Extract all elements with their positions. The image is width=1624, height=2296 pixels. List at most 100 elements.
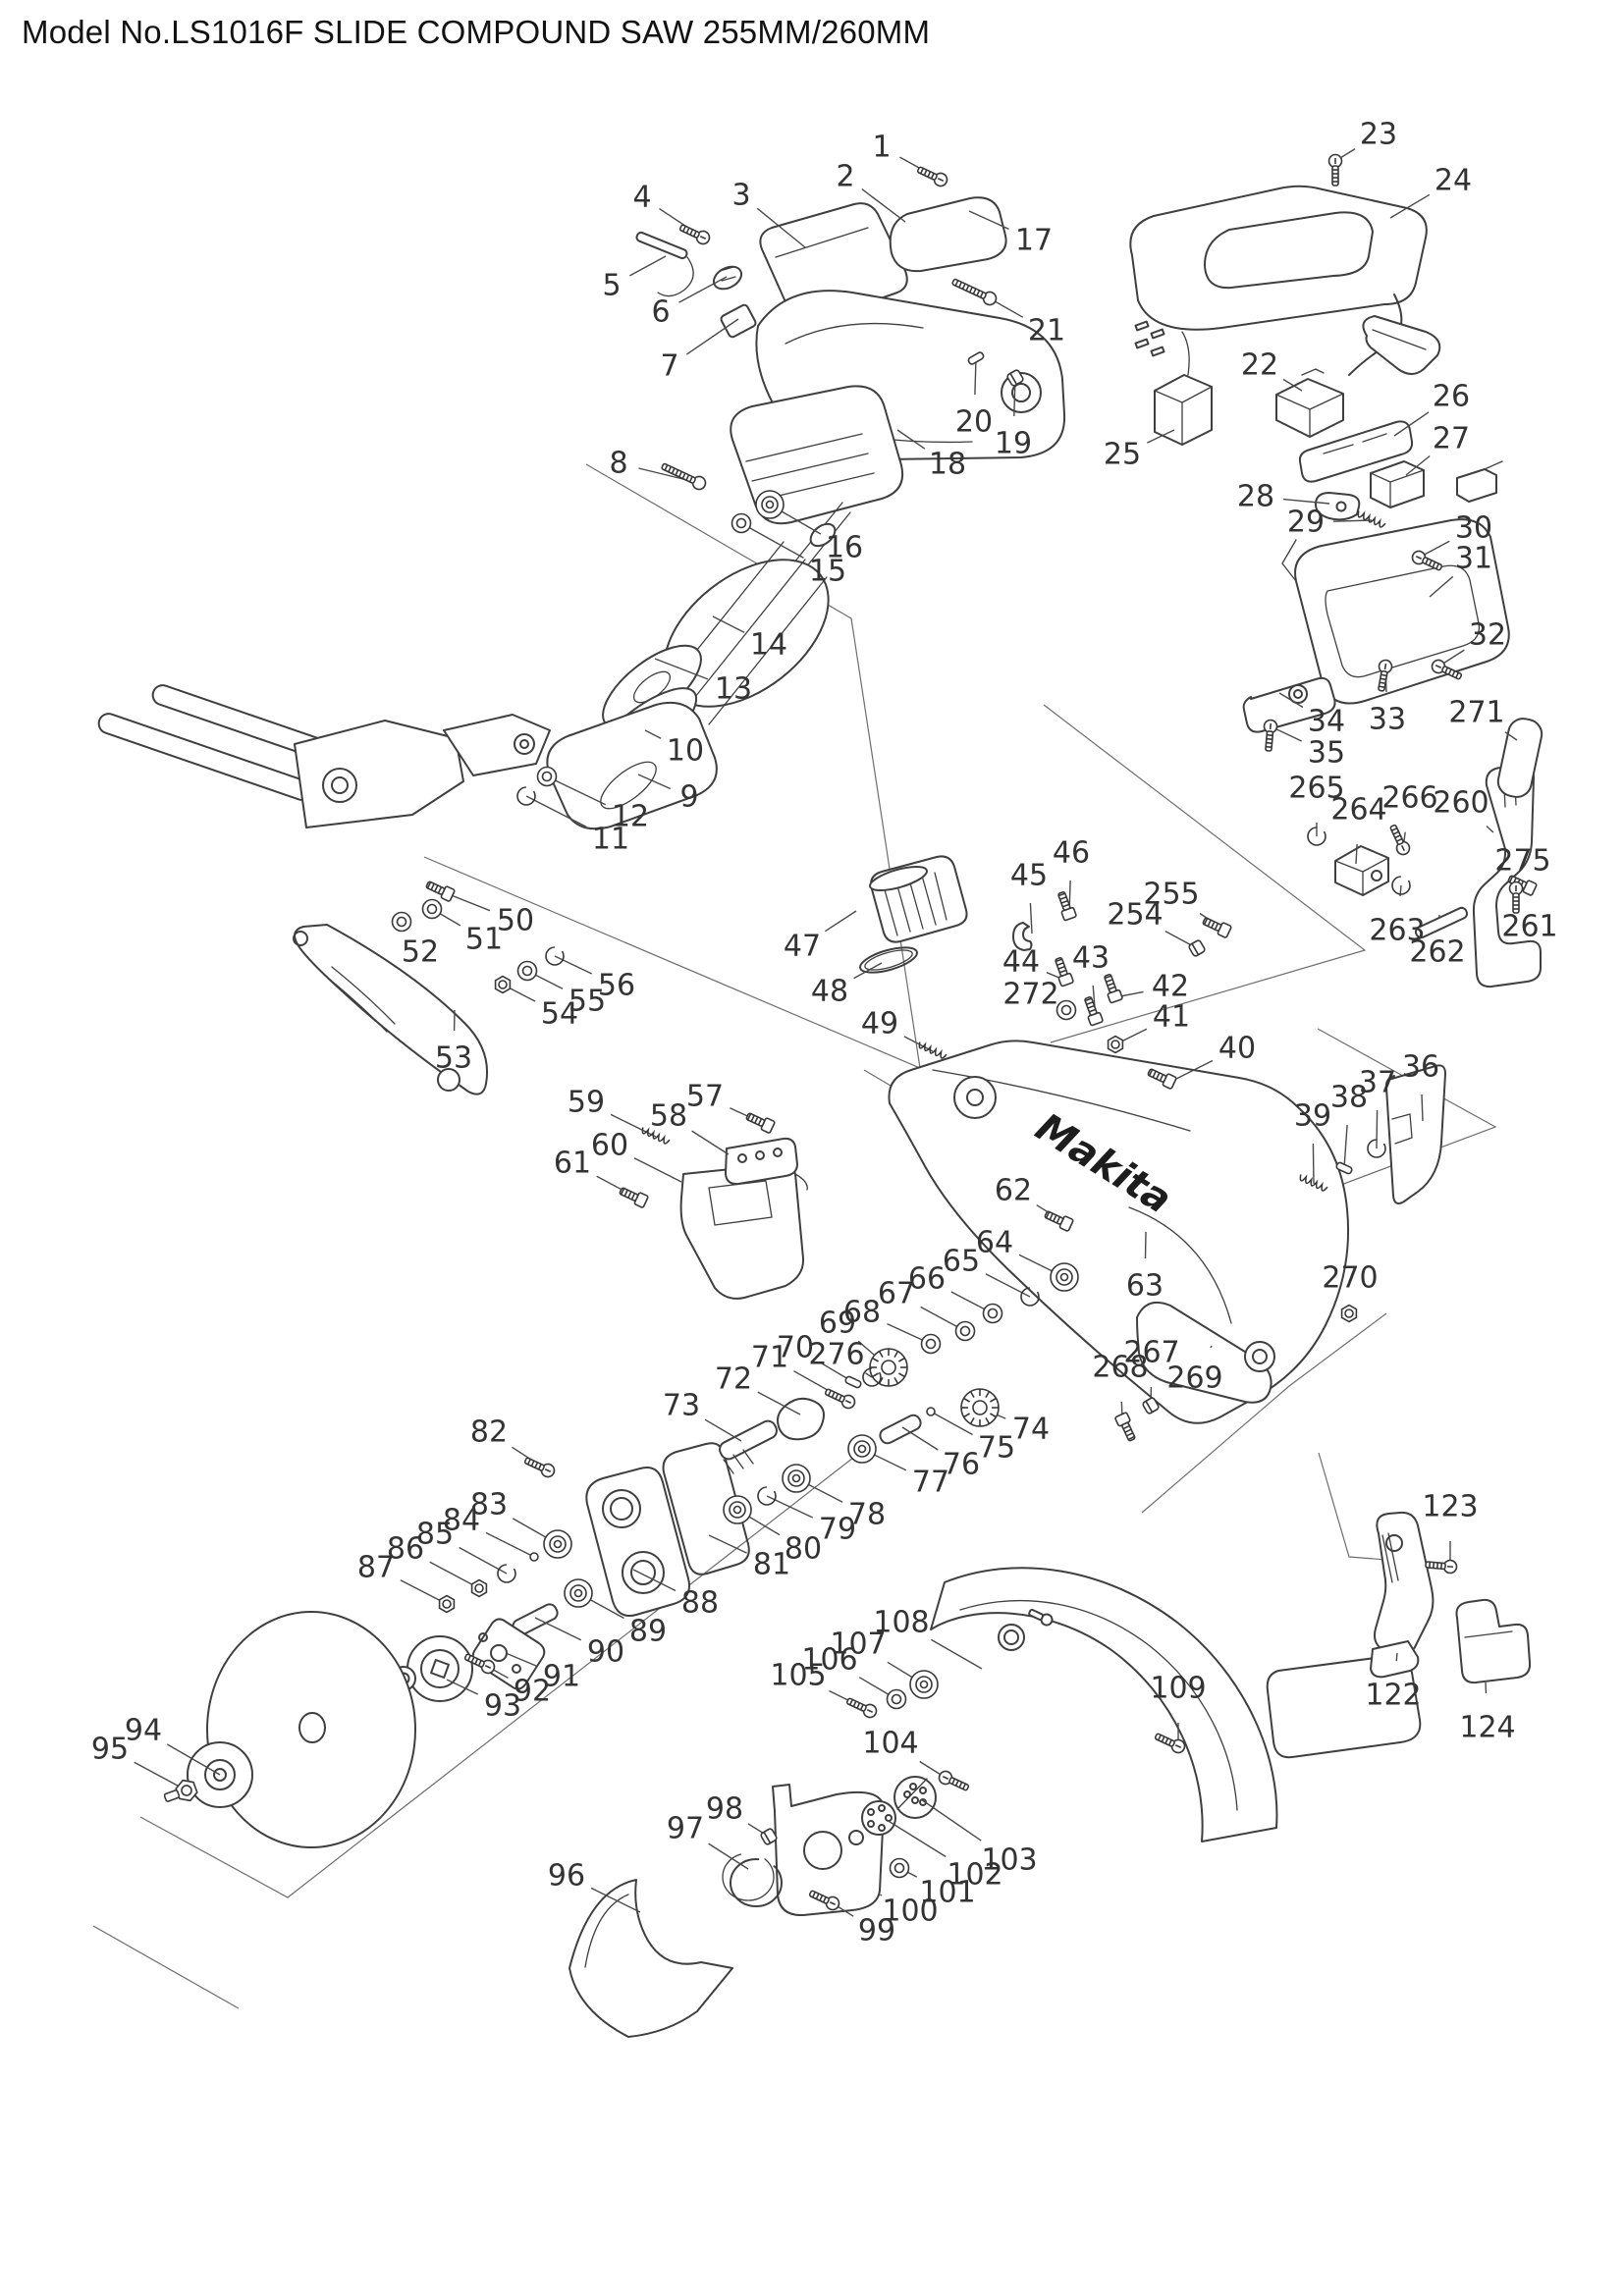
leader-3 — [756, 207, 806, 248]
motor-assembly — [730, 385, 903, 525]
part-label-90: 90 — [587, 1635, 624, 1670]
part-glyph-266 — [1389, 824, 1411, 856]
leader-103 — [920, 1798, 982, 1842]
leader-5 — [629, 255, 667, 277]
part-label-21: 21 — [1028, 314, 1065, 348]
lamp-assembly — [1348, 294, 1441, 376]
leader-20 — [974, 357, 977, 396]
saw-blade — [206, 1611, 416, 1848]
part-label-102: 102 — [947, 1858, 1002, 1893]
part-label-44: 44 — [1002, 945, 1040, 980]
leader-15 — [740, 522, 804, 560]
part-glyph-44 — [1055, 957, 1074, 988]
part-label-28: 28 — [1237, 480, 1274, 514]
part-glyph-40 — [1147, 1068, 1177, 1090]
part-glyph-87 — [438, 1594, 456, 1614]
small-part-glyphs — [163, 153, 1538, 1911]
part-glyph-30 — [1411, 550, 1443, 571]
terminal-pins — [1134, 320, 1165, 357]
leader-40 — [1169, 1059, 1214, 1083]
leader-12 — [546, 775, 607, 806]
part-glyph-123 — [1425, 1559, 1458, 1575]
part-label-265: 265 — [1288, 772, 1344, 806]
part-glyph-74 — [960, 1388, 1000, 1427]
ring-spring — [722, 1852, 783, 1907]
part-label-57: 57 — [686, 1080, 724, 1114]
part-label-55: 55 — [568, 985, 606, 1019]
part-number-labels: 1234567891011121314151617181920212223242… — [91, 118, 1558, 1949]
part-glyph-107 — [909, 1670, 939, 1699]
part-glyph-16 — [755, 490, 785, 519]
part-label-78: 78 — [848, 1498, 886, 1532]
part-label-9: 9 — [679, 780, 698, 815]
part-label-122: 122 — [1365, 1679, 1421, 1713]
lower-guard-left — [568, 1879, 733, 2038]
part-glyph-46 — [1057, 891, 1077, 922]
leader-47 — [825, 910, 857, 933]
part-label-261: 261 — [1501, 910, 1557, 944]
part-label-73: 73 — [663, 1389, 700, 1423]
part-glyph-106 — [886, 1688, 907, 1710]
part-glyph-272 — [1056, 999, 1077, 1021]
leader-60 — [633, 1157, 682, 1183]
part-glyph-267 — [1142, 1397, 1160, 1415]
part-glyph-85 — [497, 1564, 516, 1583]
stopper-plate — [1242, 676, 1336, 733]
part-glyph-43 — [1084, 996, 1104, 1027]
leader-108 — [931, 1638, 983, 1670]
part-label-266: 266 — [1381, 781, 1437, 816]
part-glyph-12 — [536, 766, 558, 787]
armature-assembly — [546, 502, 851, 830]
leader-88 — [632, 1569, 677, 1592]
part-glyph-33 — [1378, 659, 1393, 692]
part-label-56: 56 — [598, 969, 635, 1003]
hook-clip — [1012, 922, 1033, 951]
leader-6 — [678, 276, 728, 303]
leader-102 — [886, 1819, 947, 1858]
part-glyph-29 — [1357, 510, 1386, 528]
part-label-37: 37 — [1359, 1066, 1396, 1100]
part-label-62: 62 — [995, 1174, 1032, 1208]
part-label-95: 95 — [91, 1733, 129, 1767]
part-glyph-265 — [1307, 827, 1326, 846]
leader-2 — [861, 188, 906, 223]
limit-switch-box — [1334, 845, 1389, 896]
part-label-263: 263 — [1369, 914, 1425, 948]
part-label-5: 5 — [602, 269, 621, 303]
leader-76 — [901, 1426, 939, 1451]
part-label-31: 31 — [1455, 542, 1492, 576]
leader-36 — [1421, 1094, 1424, 1122]
part-label-22: 22 — [1241, 348, 1278, 383]
bearing-box — [585, 1467, 690, 1617]
light-switch — [1275, 368, 1344, 438]
part-glyph-66 — [982, 1303, 1003, 1324]
part-label-52: 52 — [402, 935, 439, 970]
part-glyph-15 — [731, 512, 752, 534]
part-glyph-86 — [470, 1578, 488, 1598]
part-glyph-270 — [1340, 1304, 1358, 1323]
part-label-17: 17 — [1015, 224, 1053, 258]
cord-guard-parts — [635, 231, 757, 339]
part-label-54: 54 — [541, 997, 578, 1032]
part-label-1: 1 — [872, 131, 891, 165]
leader-31 — [1429, 575, 1454, 598]
part-label-23: 23 — [1360, 118, 1397, 152]
part-label-267: 267 — [1123, 1336, 1179, 1370]
leader-276 — [865, 1372, 873, 1378]
part-glyph-276 — [862, 1367, 882, 1387]
leader-73 — [704, 1418, 742, 1442]
leader-269 — [1210, 1345, 1213, 1349]
part-glyph-19 — [1006, 369, 1024, 387]
leader-97 — [708, 1842, 749, 1870]
part-glyph-11 — [516, 786, 536, 806]
part-label-63: 63 — [1126, 1269, 1164, 1304]
part-label-104: 104 — [862, 1727, 918, 1761]
part-glyph-275 — [1508, 881, 1524, 914]
part-label-105: 105 — [770, 1659, 826, 1693]
leader-56 — [554, 955, 593, 975]
part-glyph-69 — [869, 1348, 908, 1387]
part-glyph-78 — [782, 1464, 811, 1493]
switch-cover — [889, 196, 1007, 273]
part-label-255: 255 — [1143, 878, 1199, 912]
leader-13 — [654, 658, 709, 680]
